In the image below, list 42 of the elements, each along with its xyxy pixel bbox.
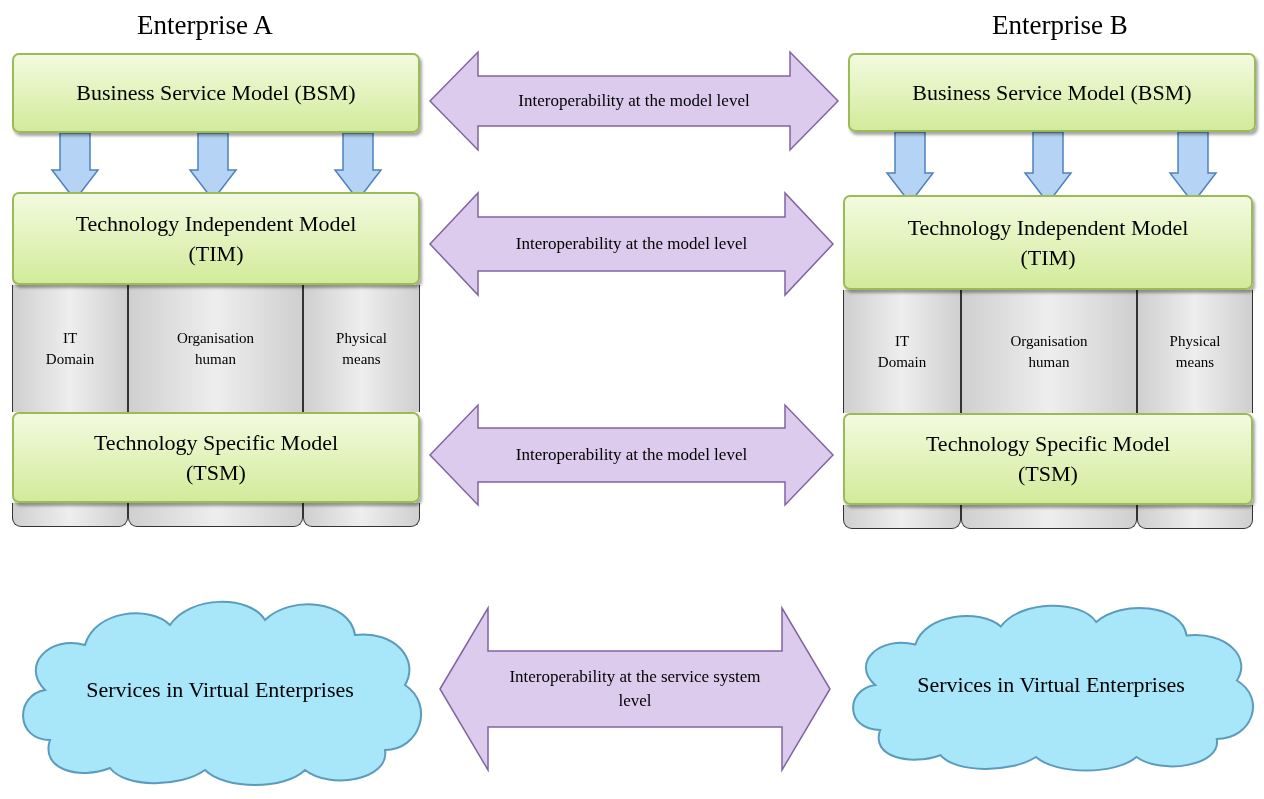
model-box [843, 413, 1253, 505]
block-arrow [439, 605, 831, 773]
model-box [848, 53, 1256, 132]
domain-column [128, 285, 303, 412]
node-text: Services in Virtual Enterprises [917, 671, 1185, 700]
edge-label: Interoperability at the model level [518, 90, 750, 113]
model-box [843, 195, 1253, 290]
column-base [843, 505, 961, 529]
domain-column [303, 285, 420, 412]
node-text: Technology Specific Model (TSM) [92, 428, 340, 487]
enterprise-heading: Enterprise B [992, 9, 1128, 41]
domain-column [12, 285, 128, 412]
node-text: Technology Independent Model (TIM) [906, 213, 1190, 272]
node-text: Technology Specific Model (TSM) [924, 430, 1172, 488]
model-box [12, 412, 420, 503]
domain-column [961, 290, 1137, 413]
block-arrow [428, 403, 835, 507]
node-text: Physical means [1168, 332, 1222, 372]
block-arrow [428, 191, 835, 297]
domain-column [1137, 290, 1253, 413]
column-base [1137, 505, 1253, 529]
edge-label: Interoperability at the model level [515, 233, 748, 256]
block-arrow [428, 50, 840, 152]
node-text: Physical means [335, 329, 388, 369]
column-base [128, 503, 303, 527]
node-text: Business Service Model (BSM) [912, 78, 1192, 107]
column-base [12, 503, 128, 527]
column-base [961, 505, 1137, 529]
model-box [12, 53, 420, 133]
node-text: Business Service Model (BSM) [76, 79, 356, 108]
node-text: Services in Virtual Enterprises [86, 676, 354, 705]
domain-column [843, 290, 961, 413]
enterprise-heading: Enterprise A [137, 9, 273, 41]
column-base [303, 503, 420, 527]
edge-label: Interoperability at the model level [515, 444, 748, 467]
node-text: IT Domain [44, 329, 96, 369]
node-text: Technology Independent Model (TIM) [74, 209, 358, 268]
node-text: IT Domain [876, 332, 928, 372]
node-text: Organisation human [1009, 332, 1089, 372]
edge-label: Interoperability at the service system level [508, 666, 762, 712]
node-text: Organisation human [175, 329, 256, 369]
model-box [12, 192, 420, 285]
